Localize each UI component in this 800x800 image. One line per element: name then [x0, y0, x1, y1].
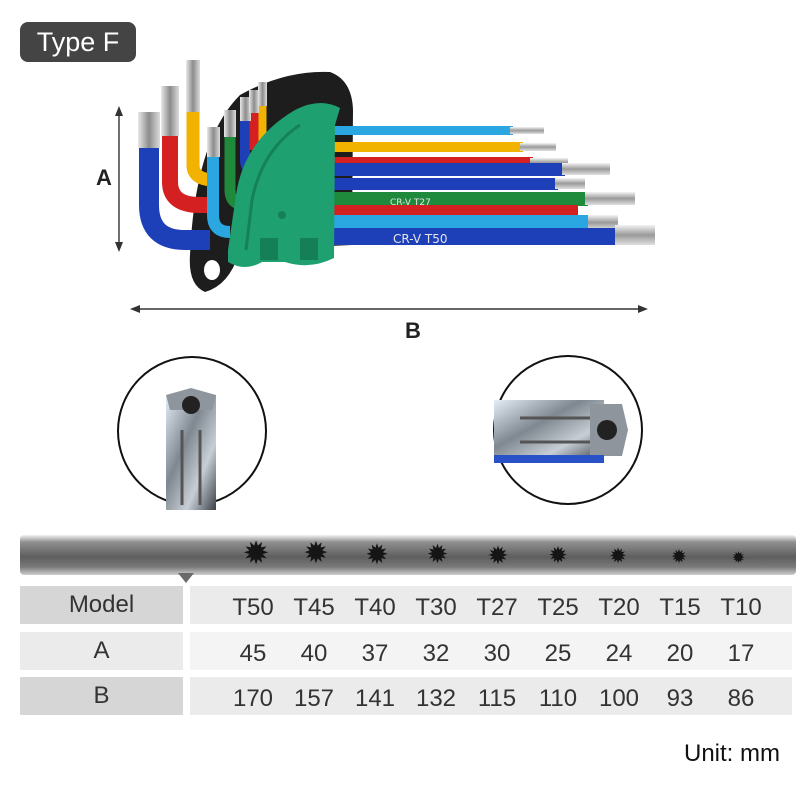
- b-value-cell: 157: [293, 685, 335, 712]
- a-value-cell: 25: [544, 640, 572, 667]
- b-value-cell: 110: [538, 685, 578, 712]
- a-value-cell: 40: [300, 640, 328, 667]
- b-value-cell: 132: [415, 685, 457, 712]
- model-cell: T40: [354, 594, 396, 621]
- b-value-cell: 93: [666, 685, 694, 712]
- type-badge: Type F: [20, 22, 136, 62]
- row-b: 170 157 141 132 115 110 100 93 86: [190, 677, 792, 715]
- torx-star-icon: ✹: [731, 548, 746, 567]
- svg-text:CR-V T50: CR-V T50: [393, 232, 447, 246]
- row-label-a: A: [20, 632, 183, 670]
- row-a: 45 40 37 32 30 25 24 20 17: [190, 632, 792, 670]
- b-value-cell: 115: [477, 685, 517, 712]
- torx-star-icon: ✹: [487, 541, 509, 570]
- b-value-cell: 86: [727, 685, 755, 712]
- torx-tip-bar: [20, 535, 796, 575]
- dimension-label-a: A: [96, 165, 112, 190]
- svg-text:CR-V T27: CR-V T27: [390, 198, 431, 208]
- torx-star-icon: ✹: [242, 534, 270, 572]
- model-cell: T25: [537, 594, 579, 621]
- model-cell: T50: [232, 594, 274, 621]
- a-value-cell: 45: [239, 640, 267, 667]
- a-value-cell: 30: [483, 640, 511, 667]
- torx-star-icon: ✹: [671, 546, 687, 568]
- row-model: T50 T45 T40 T30 T27 T25 T20 T15 T10: [190, 586, 792, 624]
- torx-star-icon: ✹: [303, 536, 329, 571]
- row-label-b: B: [20, 677, 183, 715]
- row-label-model: Model: [20, 586, 183, 624]
- torx-star-icon: ✹: [609, 544, 627, 568]
- a-value-cell: 20: [666, 640, 694, 667]
- bar-pointer: [178, 573, 194, 583]
- a-value-cell: 37: [361, 640, 389, 667]
- torx-key-set-illustration: CR-V T27 CR-V T50: [115, 60, 655, 510]
- model-cell: T20: [598, 594, 640, 621]
- model-cell: T27: [476, 594, 518, 621]
- model-cell: T15: [659, 594, 701, 621]
- holder-front: [228, 102, 340, 267]
- a-value-cell: 32: [422, 640, 450, 667]
- dimension-label-b: B: [405, 318, 421, 343]
- b-value-cell: 141: [354, 685, 396, 712]
- b-value-cell: 100: [598, 685, 640, 712]
- torx-star-icon: ✹: [365, 538, 389, 571]
- model-cell: T30: [415, 594, 457, 621]
- model-cell: T45: [293, 594, 335, 621]
- unit-note: Unit: mm: [684, 740, 780, 767]
- torx-star-icon: ✹: [548, 543, 568, 569]
- torx-star-icon: ✹: [426, 540, 449, 570]
- model-cell: T10: [720, 594, 762, 621]
- a-value-cell: 24: [605, 640, 633, 667]
- b-value-cell: 170: [232, 685, 274, 712]
- a-value-cell: 17: [727, 640, 755, 667]
